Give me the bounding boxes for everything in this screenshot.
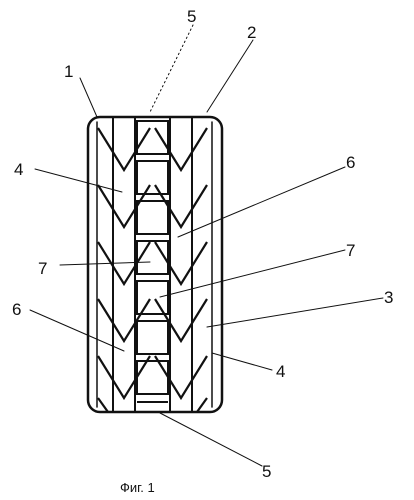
label-6-top: 6 (346, 153, 355, 172)
left-shoulder-stub (97, 397, 109, 413)
right-shoulder-stub (196, 397, 208, 413)
center-block-1 (136, 120, 169, 155)
label-1: 1 (64, 62, 73, 81)
right-chevron-3 (154, 241, 208, 287)
left-chevron-4 (97, 298, 151, 344)
label-2: 2 (247, 23, 256, 42)
left-chevron-1 (97, 127, 151, 173)
center-block-2 (136, 160, 169, 195)
label-7-right: 7 (346, 241, 355, 260)
label-5-top: 5 (187, 7, 196, 26)
left-rib (112, 116, 136, 413)
label-4-right: 4 (276, 362, 285, 381)
reference-labels: 1 5 2 4 6 7 7 3 6 4 5 Фиг. 1 (12, 7, 393, 495)
center-block-4 (136, 240, 169, 275)
center-block-3 (136, 200, 169, 235)
left-chevron-3 (97, 241, 151, 287)
label-4-left: 4 (14, 160, 23, 179)
center-block-6 (136, 320, 169, 355)
right-rib (169, 116, 193, 413)
center-block-7 (136, 360, 169, 395)
label-3: 3 (384, 288, 393, 307)
figure-caption: Фиг. 1 (120, 480, 155, 495)
right-chevron-2 (154, 184, 208, 230)
chevron-sipes (97, 127, 208, 413)
right-chevron-1 (154, 127, 208, 173)
leader-lines (29, 24, 384, 467)
central-tread-blocks (136, 120, 169, 403)
center-block-5 (136, 280, 169, 315)
label-7-left: 7 (38, 259, 47, 278)
left-chevron-2 (97, 184, 151, 230)
right-chevron-4 (154, 298, 208, 344)
right-chevron-5 (154, 355, 208, 401)
label-5-bottom: 5 (262, 462, 271, 481)
label-6-left: 6 (12, 300, 21, 319)
left-chevron-5 (97, 355, 151, 401)
